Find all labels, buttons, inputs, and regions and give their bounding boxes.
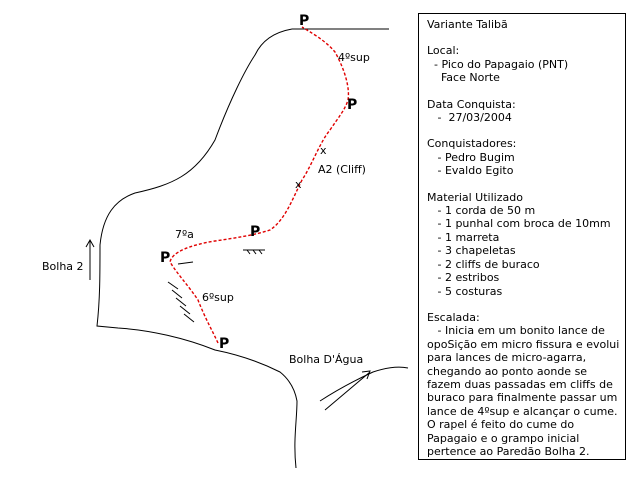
escalada-heading: Escalada: [427, 310, 480, 324]
bolha-dagua-label: Bolha D'Água [289, 353, 363, 366]
ledge-hatch [243, 249, 265, 255]
route-info-panel: Variante Talibã Local: - Pico do Papagai… [418, 13, 626, 460]
local-line: Face Norte [427, 71, 500, 85]
escalada-line: pertence ao Paredão Bolha 2. [427, 444, 590, 458]
route-title: Variante Talibã [427, 18, 508, 31]
material-line: - 5 costuras [427, 284, 503, 298]
material-line: - 3 chapeletas [427, 244, 516, 258]
conquistador-line: - Evaldo Egito [427, 164, 514, 178]
grade-4sup-label: 4ºsup [338, 51, 370, 64]
material-heading: Material Utilizado [427, 190, 523, 204]
bolt-marker-1: x [295, 178, 302, 191]
anchor-summit: P [299, 13, 309, 29]
rock-outline [96, 28, 409, 469]
ledge-left-line [177, 261, 194, 265]
cliff-label: A2 (Cliff) [318, 163, 366, 176]
face-hatch [167, 281, 195, 323]
anchor-start: P [219, 336, 229, 352]
conquistador-line: - Pedro Bugim [427, 150, 515, 164]
escalada-line: opoSição em micro fissura e evolui [427, 337, 620, 351]
material-line: - 1 corda de 50 m [427, 204, 536, 218]
escalada-line: lance de 4ºsup e alcançar o cume. [427, 404, 618, 418]
material-line: - 1 punhal com broca de 10mm [427, 217, 611, 231]
escalada-line: buraco para finalmente passar um [427, 391, 618, 405]
escalada-line: chegando ao ponto aonde se [427, 364, 588, 378]
route-line [169, 26, 350, 344]
escalada-line: O rapel é feito do cume do [427, 418, 575, 432]
escalada-line: para lances de micro-agarra, [427, 351, 587, 365]
anchor-ledge: P [250, 224, 260, 240]
wall-left-outline [96, 28, 298, 469]
bolha2-label: Bolha 2 [42, 260, 84, 273]
bolha2-arrow [85, 238, 95, 280]
escalada-line: Papagaio e o grampo inicial [427, 431, 580, 445]
grade-6sup-label: 6ºsup [202, 291, 234, 304]
right-slab-outline [319, 366, 409, 402]
material-line: - 1 marreta [427, 230, 500, 244]
escalada-line: - Inicia em um bonito lance de [427, 324, 605, 338]
local-heading: Local: [427, 44, 460, 58]
grade-7a-label: 7ºa [175, 228, 194, 241]
bolt-marker-2: x [320, 144, 327, 157]
material-line: - 2 estribos [427, 271, 500, 285]
conquistadores-heading: Conquistadores: [427, 137, 517, 151]
local-line: - Pico do Papagaio (PNT) [427, 57, 569, 71]
anchor-left: P [160, 250, 170, 266]
anchor-upper: P [347, 97, 357, 113]
date-heading: Data Conquista: [427, 97, 516, 111]
escalada-line: fazem duas passadas em cliffs de [427, 377, 613, 391]
material-line: - 2 cliffs de buraco [427, 257, 540, 271]
bolha-dagua-arrow [324, 370, 371, 411]
date-line: - 27/03/2004 [427, 111, 512, 125]
